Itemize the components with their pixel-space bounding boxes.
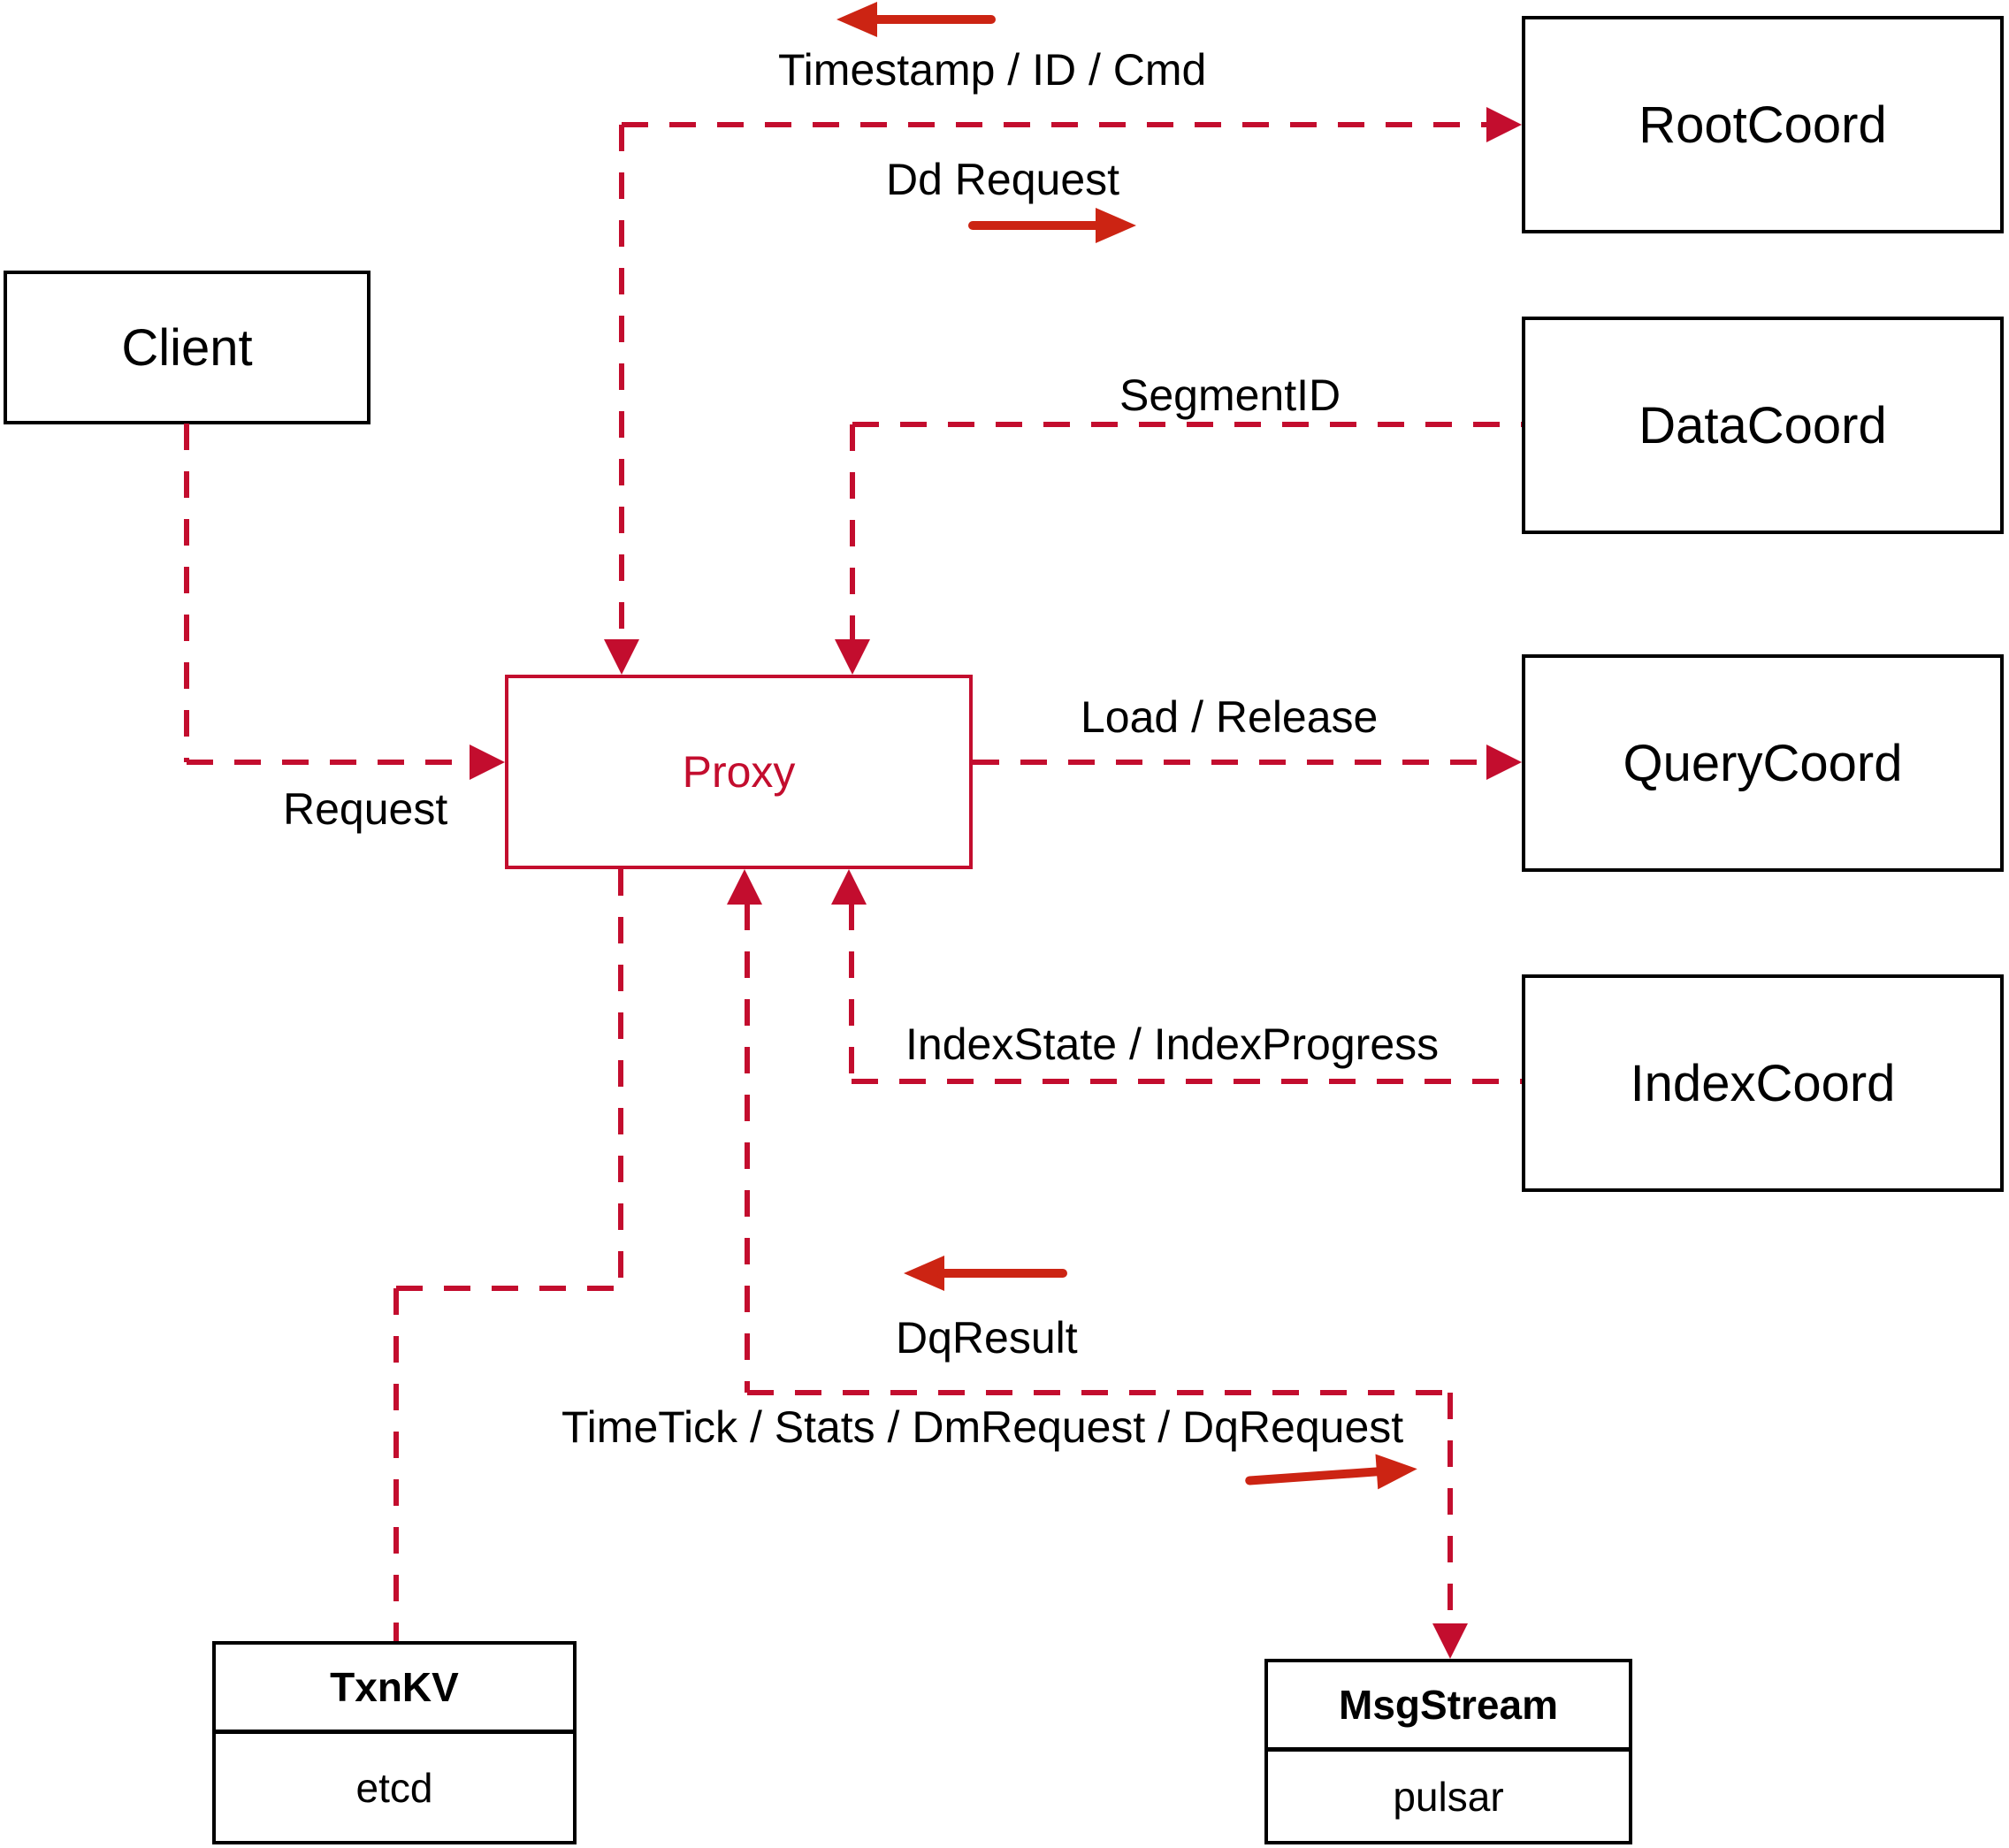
node-datacoord-label: DataCoord <box>1639 396 1887 454</box>
node-txnkv: TxnKV etcd <box>212 1641 577 1844</box>
arrowhead-into-querycoord <box>1486 745 1522 780</box>
node-datacoord: DataCoord <box>1522 317 2004 534</box>
node-querycoord-label: QueryCoord <box>1623 734 1903 792</box>
edge-client-proxy-vertical <box>184 424 189 762</box>
edge-label-dqresult: DqResult <box>896 1313 1078 1363</box>
direction-arrow-dqresult-left <box>904 1256 1067 1291</box>
edge-label-timestamp: Timestamp / ID / Cmd <box>778 45 1207 95</box>
edge-label-loadrelease: Load / Release <box>1081 692 1379 742</box>
arrowhead-into-proxy-top-right <box>835 639 870 675</box>
edge-proxy-rootcoord-horizontal <box>622 122 1486 127</box>
edge-proxy-querycoord-horizontal <box>973 760 1486 765</box>
node-msgstream-title: MsgStream <box>1268 1662 1629 1752</box>
edge-label-indexstate: IndexState / IndexProgress <box>905 1019 1440 1069</box>
edge-datacoord-proxy-horizontal <box>852 422 1522 427</box>
arrowhead-into-proxy-bottom-left <box>727 869 762 905</box>
edge-client-proxy-horizontal <box>187 760 470 765</box>
edge-proxy-msgstream-horizontal <box>747 1390 1450 1395</box>
node-client-label: Client <box>121 318 253 377</box>
edge-label-timetick: TimeTick / Stats / DmRequest / DqRequest <box>561 1402 1404 1452</box>
edge-proxy-rootcoord-vertical <box>619 125 624 643</box>
node-proxy-label: Proxy <box>682 747 796 797</box>
node-msgstream-impl: pulsar <box>1393 1773 1504 1820</box>
node-client: Client <box>4 271 370 424</box>
edge-indexcoord-proxy-horizontal <box>852 1079 1522 1084</box>
edge-label-ddrequest: Dd Request <box>886 155 1120 204</box>
node-querycoord: QueryCoord <box>1522 654 2004 872</box>
edge-label-request: Request <box>283 784 448 834</box>
edge-datacoord-proxy-vertical <box>850 424 855 639</box>
edge-proxy-msgstream-vertical-2 <box>1448 1393 1453 1623</box>
node-msgstream: MsgStream pulsar <box>1264 1659 1632 1844</box>
direction-arrow-timestamp-left <box>836 2 996 37</box>
node-txnkv-title: TxnKV <box>216 1645 573 1734</box>
edge-label-segmentid: SegmentID <box>1119 370 1341 420</box>
edge-proxy-txnkv-vertical-1 <box>618 869 623 1288</box>
arrowhead-into-proxy-top-left <box>604 639 639 675</box>
node-txnkv-impl: etcd <box>355 1764 433 1811</box>
arrowhead-into-proxy-bottom-right <box>831 869 867 905</box>
direction-arrow-timetick-right <box>1244 1451 1419 1499</box>
node-rootcoord: RootCoord <box>1522 16 2004 233</box>
edge-proxy-txnkv-horizontal <box>396 1286 621 1291</box>
arrowhead-into-msgstream <box>1432 1623 1468 1659</box>
direction-arrow-ddrequest-right <box>968 208 1136 243</box>
node-proxy: Proxy <box>505 675 973 869</box>
node-rootcoord-label: RootCoord <box>1639 95 1887 154</box>
arrowhead-into-proxy-left <box>470 745 505 780</box>
edge-proxy-txnkv-vertical-2 <box>393 1288 399 1641</box>
arrowhead-into-rootcoord <box>1486 107 1522 142</box>
edge-proxy-msgstream-vertical-1 <box>745 904 750 1393</box>
node-indexcoord-label: IndexCoord <box>1630 1054 1896 1112</box>
edge-indexcoord-proxy-vertical <box>849 904 854 1081</box>
node-indexcoord: IndexCoord <box>1522 974 2004 1192</box>
